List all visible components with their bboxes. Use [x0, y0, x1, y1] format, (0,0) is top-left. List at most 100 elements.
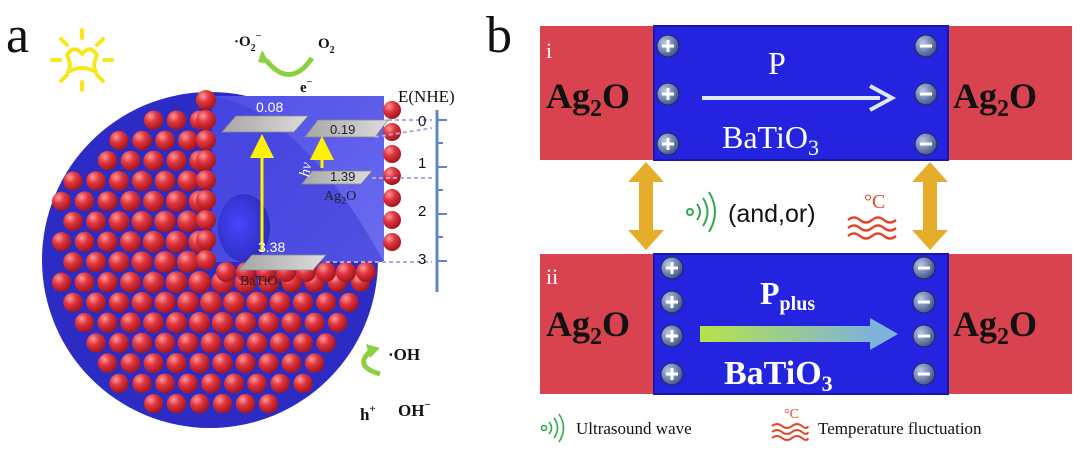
negative-charge-icon: [912, 290, 936, 314]
state-i-polarization-label: P: [768, 45, 786, 81]
ag2o-particle: [188, 311, 211, 334]
ag2o-particle: [165, 312, 188, 334]
ag2o-cb-value: 0.19: [330, 122, 355, 137]
state-i-ag2o-left-box: [540, 26, 654, 160]
negative-charge-icon: [914, 34, 938, 58]
state-ii-polarization-label: Pplus: [760, 275, 815, 315]
state-ii-numeral: ii: [546, 264, 558, 289]
ag2o-particle: [120, 150, 141, 171]
reduction-arrow: [264, 56, 315, 77]
ag2o-particle: [258, 353, 279, 374]
axis-tick-2: 2: [418, 203, 426, 220]
negative-charge-icon: [912, 256, 936, 280]
sun-icon: [50, 28, 114, 92]
state-i-ag2o-left-label: Ag2O: [546, 76, 630, 122]
ag2o-particle: [143, 150, 164, 171]
ag2o-particle: [224, 373, 244, 394]
legend-temperature-icon: °C: [771, 407, 809, 441]
ag2o-particle: [211, 311, 234, 334]
panel-b-label: b: [486, 7, 512, 64]
ag2o-particle: [270, 373, 290, 394]
ag2o-particle: [316, 292, 336, 313]
ag2o-particle: [74, 231, 95, 252]
ag2o-particle: [293, 333, 313, 353]
ag2o-particle: [120, 231, 141, 253]
ag2o-particle: [154, 170, 176, 192]
hydroxyl-radical-label: ·OH: [388, 345, 420, 364]
ag2o-particle: [223, 332, 245, 354]
axis-tick-1: 1: [418, 155, 426, 172]
ag2o-particle: [234, 312, 257, 334]
legend-ultrasound-icon: [540, 413, 565, 443]
ag2o-label: Ag2O: [324, 189, 356, 207]
level-dash-lines: [326, 119, 433, 263]
negative-charge-icon: [912, 362, 936, 386]
ag2o-particle: [86, 171, 106, 191]
ag2o-particle: [200, 332, 222, 354]
ultrasound-icon: [686, 191, 716, 233]
ag2o-particle: [143, 353, 164, 374]
ag2o-particle: [339, 292, 359, 313]
ag2o-particle: [212, 352, 233, 374]
ag2o-particle: [120, 312, 141, 333]
ag2o-particle: [189, 352, 210, 374]
state-i-ag2o-right-label: Ag2O: [953, 76, 1037, 122]
ag2o-particle: [120, 271, 141, 293]
ag2o-particle: [383, 145, 401, 163]
hv-label: hv: [297, 161, 315, 178]
ag2o-particle: [166, 110, 187, 130]
ag2o-particle: [143, 312, 164, 333]
negative-charge-icon: [914, 132, 938, 156]
ag2o-particle: [316, 262, 336, 282]
ag2o-particle: [188, 271, 211, 294]
ag2o-particle: [131, 251, 153, 273]
ag2o-particle: [86, 292, 106, 313]
ag2o-particle: [109, 130, 129, 151]
state-i-batio3-label: BaTiO3: [722, 119, 819, 160]
ag2o-particle: [166, 353, 187, 374]
ag2o-particle: [246, 291, 268, 314]
ag2o-particle: [165, 190, 188, 212]
ag2o-particle: [109, 373, 129, 393]
positive-charge-icon: [656, 82, 680, 106]
ag2o-particle: [258, 312, 279, 333]
ag2o-particle: [108, 251, 130, 273]
positive-charge-icon: [660, 362, 684, 386]
ag2o-particle: [327, 312, 348, 333]
ag2o-particle: [223, 291, 245, 314]
ag2o-particle: [246, 332, 268, 354]
ag2o-particle: [166, 393, 187, 414]
ag2o-particle: [97, 231, 118, 252]
ag2o-particle: [74, 312, 95, 333]
energy-axis: E(NHE) 0 1 2 3: [398, 87, 455, 292]
axis-tick-3: 3: [418, 251, 426, 268]
ag2o-particle: [336, 262, 356, 282]
ag2o-particle: [383, 211, 401, 229]
state-ii-batio3-label: BaTiO3: [724, 355, 833, 396]
ag2o-particle: [316, 333, 336, 353]
ag2o-particle: [86, 211, 106, 232]
batio3-label: BaTiO3: [240, 274, 283, 292]
state-ii-ag2o-right-label: Ag2O: [953, 304, 1037, 350]
ag2o-particle: [196, 90, 216, 110]
ag2o-particle: [216, 262, 236, 282]
ag2o-particle: [293, 373, 313, 393]
ag2o-particle: [120, 353, 141, 373]
batio3-cb-plate: [221, 115, 309, 133]
ag2o-particle: [165, 271, 188, 294]
ag2o-particle: [63, 171, 83, 191]
ag2o-particle: [109, 171, 129, 191]
state-ii-ag2o-right-box: [948, 254, 1072, 394]
panel-a-label: a: [6, 7, 29, 64]
temperature-icon-label: °C: [864, 191, 885, 213]
negative-charge-icon: [912, 324, 936, 348]
state-ii-ag2o-left-box: [540, 254, 654, 394]
positive-charge-icon: [656, 34, 680, 58]
ag2o-particle: [177, 291, 199, 314]
ag2o-particle: [212, 393, 233, 414]
ag2o-particle: [97, 272, 118, 293]
ag2o-particle: [120, 190, 141, 212]
ag2o-particle: [281, 353, 302, 373]
ag2o-particles-edge: [196, 90, 401, 282]
